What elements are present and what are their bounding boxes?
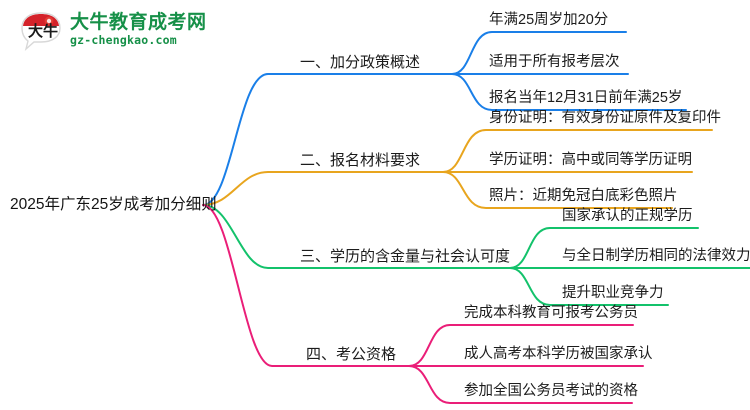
leaf-node-2-1[interactable]: 身份证明：有效身份证原件及复印件 bbox=[489, 110, 721, 126]
root-node[interactable]: 2025年广东25岁成考加分细则 bbox=[10, 196, 217, 213]
branch-node-4[interactable]: 四、考公资格 bbox=[306, 346, 397, 363]
leaf-node-2-3[interactable]: 照片：近期免冠白底彩色照片 bbox=[489, 188, 678, 204]
branch-4-lines bbox=[202, 204, 644, 404]
leaf-node-3-1[interactable]: 国家承认的正规学历 bbox=[562, 208, 693, 224]
leaf-node-1-2[interactable]: 适用于所有报考层次 bbox=[489, 54, 620, 70]
logo-subtitle: gz-chengkao.com bbox=[70, 33, 177, 47]
leaf-node-4-3[interactable]: 参加全国公务员考试的资格 bbox=[464, 383, 638, 399]
leaf-node-1-3[interactable]: 报名当年12月31日前年满25岁 bbox=[489, 90, 683, 106]
branch-node-2[interactable]: 二、报名材料要求 bbox=[300, 152, 421, 169]
leaf-node-4-1[interactable]: 完成本科教育可报考公务员 bbox=[464, 305, 638, 321]
leaf-node-2-2[interactable]: 学历证明：高中或同等学历证明 bbox=[489, 152, 692, 168]
logo-mark-icon: 大牛 bbox=[21, 12, 61, 51]
leaf-node-3-2[interactable]: 与全日制学历相同的法律效力 bbox=[562, 248, 750, 264]
svg-text:大牛: 大牛 bbox=[28, 22, 58, 40]
logo-wordmark: 大牛教育成考网 gz-chengkao.com bbox=[70, 11, 207, 47]
branch-node-3[interactable]: 三、学历的含金量与社会认可度 bbox=[300, 248, 511, 265]
leaf-node-3-3[interactable]: 提升职业竞争力 bbox=[562, 285, 664, 301]
leaf-node-4-2[interactable]: 成人高考本科学历被国家承认 bbox=[464, 346, 653, 362]
site-logo: 大牛 大牛教育成考网 gz-chengkao.com bbox=[18, 8, 233, 56]
logo-title: 大牛教育成考网 bbox=[70, 11, 207, 33]
leaf-node-1-1[interactable]: 年满25周岁加20分 bbox=[489, 12, 609, 28]
branch-node-1[interactable]: 一、加分政策概述 bbox=[300, 54, 421, 71]
